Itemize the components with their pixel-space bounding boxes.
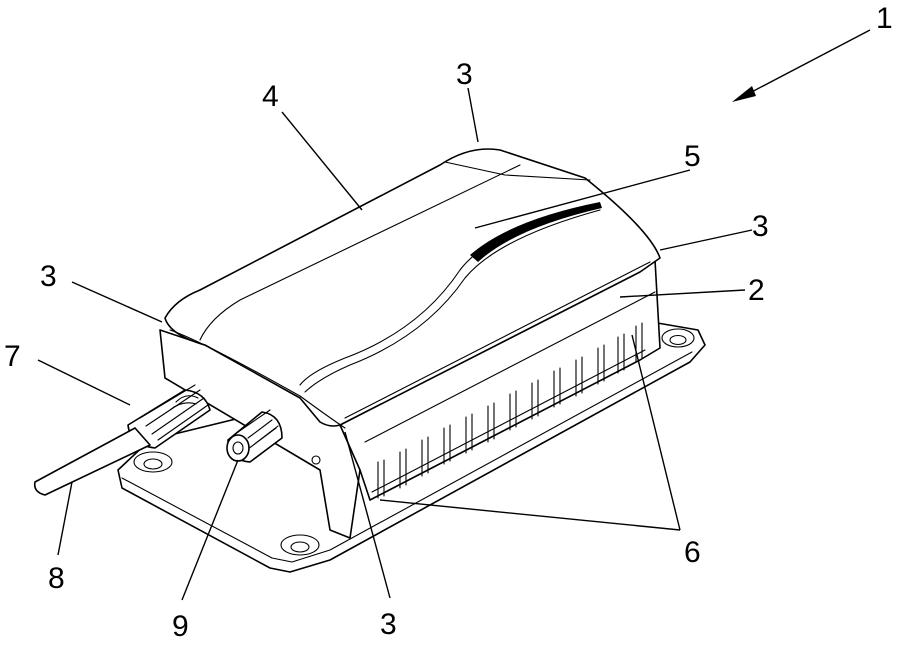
label-7: 7 <box>4 340 21 373</box>
cable <box>33 427 151 496</box>
connector <box>226 409 321 465</box>
device-arrow <box>732 29 871 102</box>
leader-lines <box>37 87 753 601</box>
reference-numerals: 1 3 4 5 3 2 3 7 8 9 3 6 <box>4 2 893 643</box>
label-3-top: 3 <box>456 58 473 91</box>
label-1: 1 <box>876 2 893 35</box>
cable-gland <box>127 384 211 449</box>
label-2: 2 <box>748 274 765 307</box>
label-8: 8 <box>48 562 65 595</box>
label-3-left: 3 <box>40 260 57 293</box>
label-3-bottom: 3 <box>380 608 397 641</box>
label-3-right: 3 <box>752 210 769 243</box>
label-4: 4 <box>262 80 279 113</box>
label-6: 6 <box>684 536 701 569</box>
lid <box>164 148 661 429</box>
ventilation-slots <box>377 322 643 499</box>
label-5: 5 <box>684 140 701 173</box>
label-9: 9 <box>172 610 189 643</box>
